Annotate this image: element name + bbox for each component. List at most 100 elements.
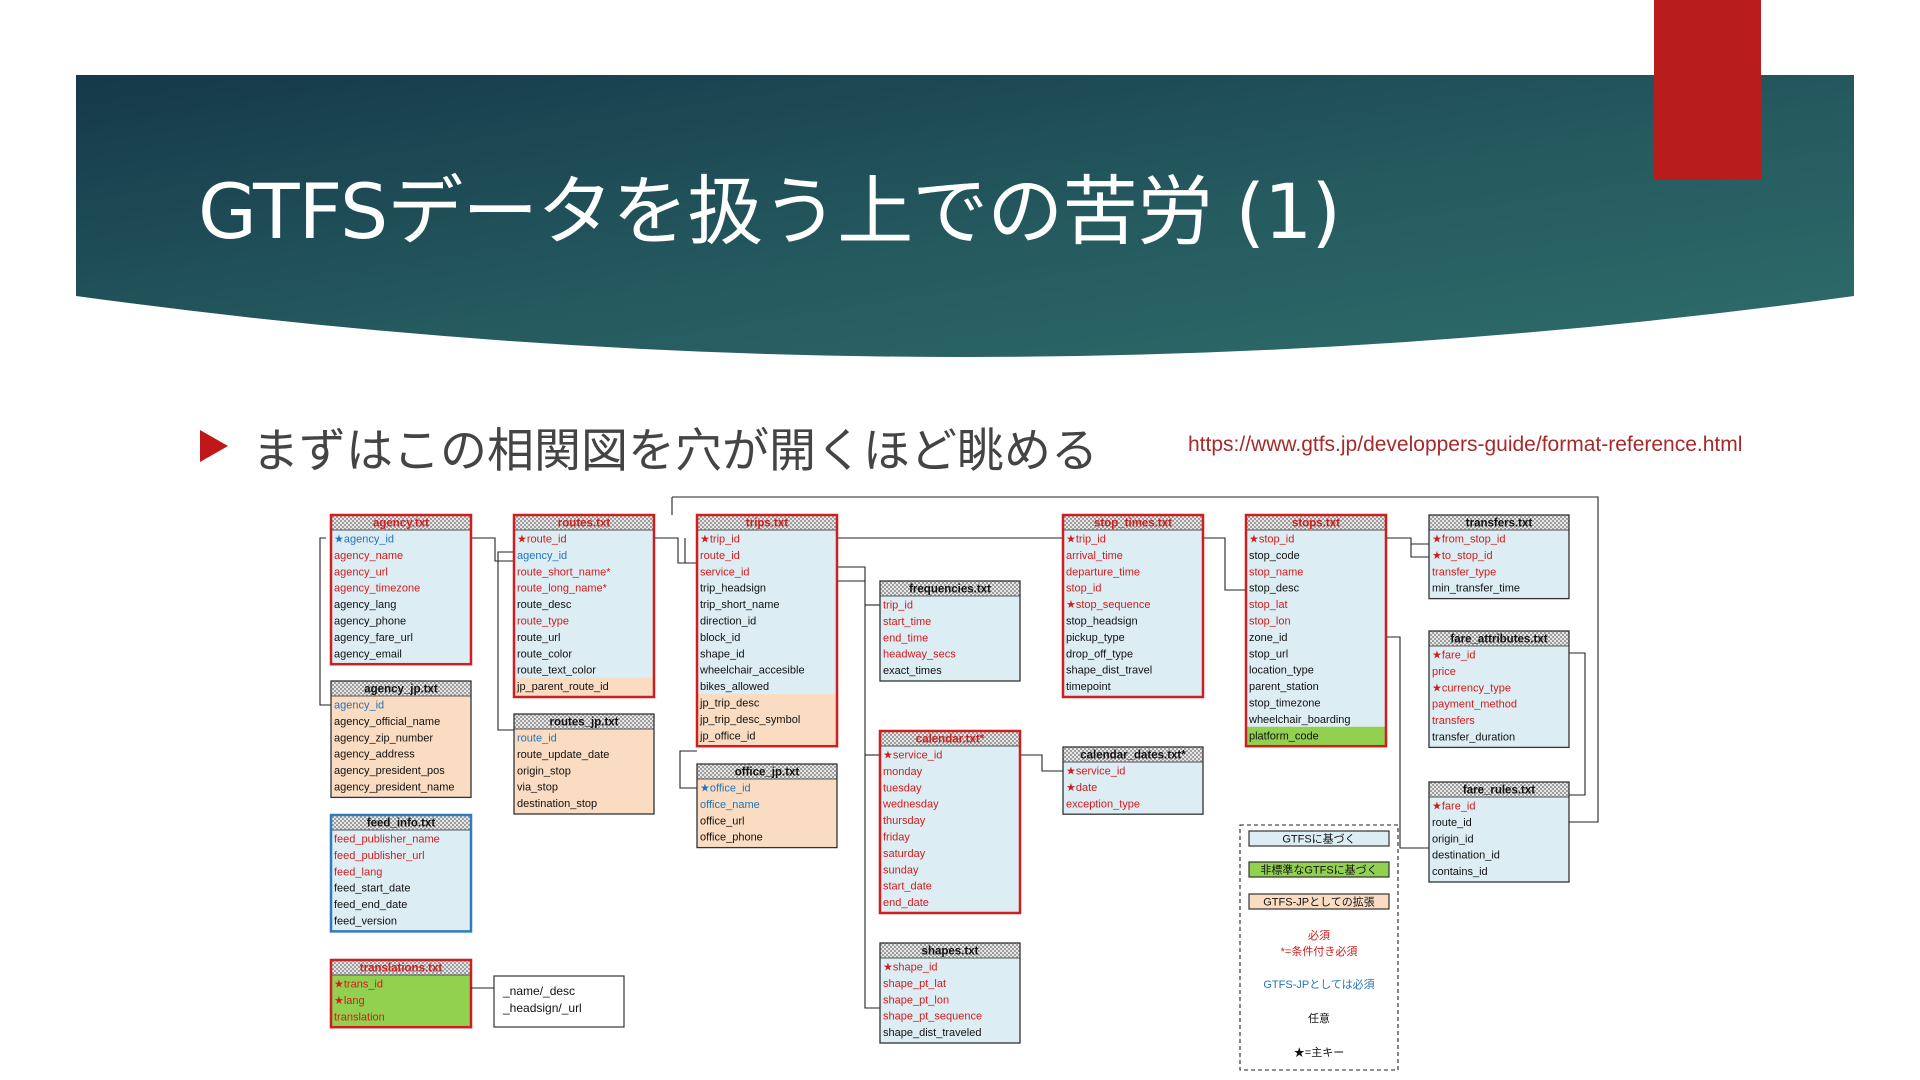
note-line: _headsign/_url: [502, 1001, 582, 1015]
table-header: [1429, 515, 1569, 530]
table-field: service_id: [700, 566, 750, 578]
table-field: agency_id: [517, 550, 567, 562]
table-header: [880, 731, 1020, 746]
table-field: jp_trip_desc_symbol: [699, 714, 800, 726]
table-field: start_date: [883, 881, 932, 893]
table-field: feed_version: [334, 916, 397, 928]
legend-note-conditional: *=条件付き必須: [1281, 944, 1358, 958]
table-field: ★trans_id: [334, 979, 383, 991]
table-title: routes_jp.txt: [549, 717, 618, 729]
tables-layer: agency.txt★agency_idagency_nameagency_ur…: [329, 513, 1570, 1044]
table-border: [329, 813, 473, 933]
table-field: stop_lon: [1249, 616, 1291, 628]
table-field: office_phone: [700, 832, 763, 844]
table-border: [1244, 513, 1388, 748]
table-field: ★trip_id: [700, 534, 740, 546]
table-field: agency_phone: [334, 616, 406, 628]
table-field: location_type: [1249, 665, 1314, 677]
table-field: stop_name: [1249, 566, 1303, 578]
table-field: stop_timezone: [1249, 698, 1321, 710]
table-body: [1429, 631, 1569, 748]
table-field: route_id: [1432, 817, 1472, 829]
table-feed-info: feed_info.txtfeed_publisher_namefeed_pub…: [329, 813, 473, 933]
table-field: route_type: [517, 616, 569, 628]
bullet-text: まずはこの相関図を穴が開くほど眺める: [252, 424, 1098, 479]
table-header: [1063, 747, 1203, 762]
table-agency-jp: agency_jp.txtagency_idagency_official_na…: [330, 680, 472, 799]
table-field: transfers: [1432, 715, 1475, 727]
table-field: shape_pt_sequence: [883, 1011, 982, 1023]
table-field: payment_method: [1432, 699, 1517, 711]
relationship-line: [1410, 544, 1429, 558]
table-field: platform_code: [1249, 730, 1319, 742]
table-field: ★trip_id: [1066, 534, 1106, 546]
table-title: routes.txt: [558, 518, 611, 530]
table-agency: agency.txt★agency_idagency_nameagency_ur…: [329, 513, 473, 666]
table-field: tuesday: [883, 782, 922, 794]
legend-label-jp: GTFS-JPとしての拡張: [1263, 895, 1375, 909]
table-title: transfers.txt: [1466, 518, 1533, 530]
table-field: route_id: [517, 733, 557, 745]
table-field: ★lang: [334, 995, 365, 1007]
legend-note-required: 必須: [1308, 929, 1330, 942]
relationship-line: [1569, 652, 1586, 796]
table-title: agency_jp.txt: [364, 684, 438, 696]
relationship-line: [1020, 754, 1063, 772]
table-field: wheelchair_accesible: [699, 665, 805, 677]
table-body: [331, 515, 471, 665]
table-field: agency_timezone: [334, 583, 420, 595]
table-field: route_text_color: [517, 665, 596, 677]
table-routes-jp: routes_jp.txtroute_idroute_update_dateor…: [513, 713, 655, 815]
table-field: arrival_time: [1066, 550, 1123, 562]
field-highlight: [697, 694, 837, 711]
relationship-line: [1386, 537, 1429, 545]
table-field: contains_id: [1432, 866, 1488, 878]
table-field: wednesday: [882, 799, 939, 811]
table-border: [695, 513, 839, 748]
table-body: [1429, 782, 1569, 882]
table-border: [1061, 513, 1205, 699]
table-field: origin_id: [1432, 833, 1474, 845]
table-field: stop_code: [1249, 550, 1300, 562]
legend-note-optional: 任意: [1308, 1011, 1330, 1025]
table-border: [329, 958, 473, 1029]
table-header: [880, 943, 1020, 958]
table-border: [1428, 514, 1570, 600]
table-body: [514, 515, 654, 697]
table-field: via_stop: [517, 782, 558, 794]
legend-frame: [1239, 824, 1399, 1071]
table-routes: routes.txt★route_idagency_idroute_short_…: [512, 513, 656, 699]
source-url-link[interactable]: https://www.gtfs.jp/developpers-guide/fo…: [1188, 433, 1743, 456]
table-header: [880, 581, 1020, 596]
table-header: [697, 515, 837, 530]
table-stop-times: stop_times.txt★trip_idarrival_timedepart…: [1061, 513, 1205, 699]
table-field: block_id: [700, 632, 740, 644]
extras-layer: _name/_desc_headsign/_urlGTFSに基づく非標準なGTF…: [471, 824, 1399, 1071]
table-title: stops.txt: [1292, 518, 1340, 530]
table-field: ★service_id: [883, 750, 942, 762]
table-header: [514, 515, 654, 530]
relationship-line: [684, 538, 697, 564]
table-border: [330, 680, 472, 799]
table-header: [1429, 631, 1569, 646]
table-field: feed_start_date: [334, 883, 410, 895]
table-field: trip_id: [883, 600, 913, 612]
translation-note: _name/_desc_headsign/_url: [493, 975, 625, 1028]
table-border: [879, 942, 1021, 1044]
table-field: jp_trip_desc: [699, 698, 760, 710]
table-calendar-dates: calendar_dates.txt*★service_id★dateexcep…: [1062, 746, 1204, 815]
table-header: [331, 815, 471, 830]
table-title: calendar.txt*: [916, 734, 985, 746]
table-border: [878, 729, 1022, 915]
table-field: stop_url: [1249, 648, 1288, 660]
table-body: [1246, 515, 1386, 747]
table-field: saturday: [883, 848, 926, 860]
table-body: [331, 815, 471, 932]
table-translations: translations.txt★trans_id★langtranslatio…: [329, 958, 473, 1029]
table-field: feed_end_date: [334, 899, 407, 911]
table-title: stop_times.txt: [1094, 518, 1172, 530]
table-field: route_color: [517, 648, 572, 660]
table-field: transfer_duration: [1432, 732, 1515, 744]
field-highlight: [697, 710, 837, 727]
